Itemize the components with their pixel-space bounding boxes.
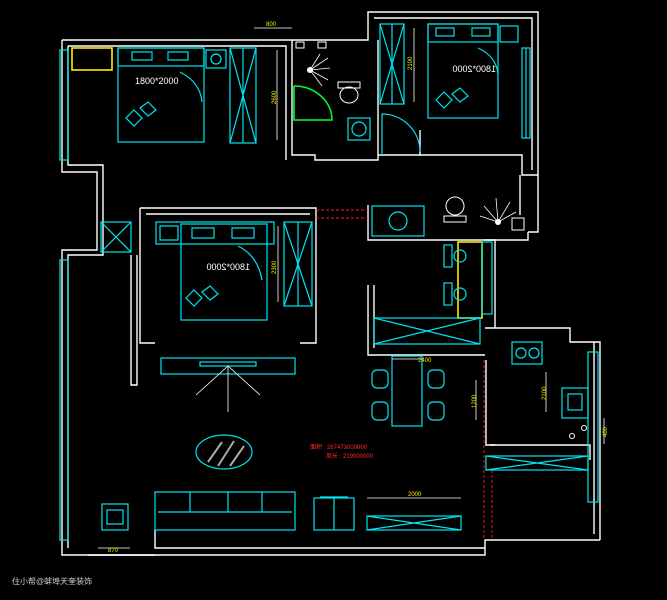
dining-table	[391, 355, 423, 427]
lamp-icon	[210, 53, 222, 65]
window-right-kitchen	[587, 351, 599, 503]
tv-console	[366, 515, 462, 531]
tv	[199, 361, 257, 367]
vanity	[371, 205, 425, 237]
bedroom-middle: 1800*2000 2300	[100, 221, 313, 321]
dim-kitchen-2100: 2100	[542, 386, 548, 400]
watermark: 住小帮@蚌埠天奎装饰	[12, 577, 93, 586]
bathroom-top	[293, 41, 371, 141]
bedroom-top-right: 2100 1800*2000	[379, 23, 531, 155]
washer-icon	[347, 117, 371, 141]
bed-mid-headboard	[155, 221, 275, 245]
kitchen-counter	[373, 317, 481, 345]
bathroom-door-swing	[293, 85, 333, 121]
bedroom-right-door	[381, 113, 421, 155]
storage-box	[100, 221, 132, 253]
dim-400: 400	[603, 426, 609, 437]
stove-icon	[511, 341, 543, 365]
bathroom-right	[371, 196, 525, 237]
cushions-icon	[125, 101, 157, 127]
bar-stools	[443, 244, 467, 306]
shower-head-icon	[307, 53, 331, 87]
window-master-left	[59, 49, 69, 161]
dim-870: 870	[108, 548, 119, 554]
coffee-table	[195, 434, 253, 470]
pillow-right	[167, 51, 189, 61]
open-boundaries	[316, 209, 493, 540]
pillow-left	[131, 51, 153, 61]
dim-2300: 2300	[272, 260, 278, 274]
toilet-right-icon	[443, 196, 467, 223]
toilet-icon	[337, 81, 361, 104]
bed-headboard	[117, 47, 205, 67]
nightstand-right	[499, 25, 519, 43]
shower-right-icon	[479, 197, 517, 225]
exterior-walls	[61, 11, 601, 556]
cushions-mid-icon	[185, 285, 219, 307]
nightstand	[205, 49, 227, 69]
bed-mid	[180, 223, 268, 321]
bed-right-size-label: 1800*2000	[452, 64, 496, 74]
master-bedroom: 1800*2000 800 2600	[71, 22, 292, 144]
kitchen-sink	[561, 387, 589, 419]
living-room: 870 2000 面积 : 267473000000 周长 : 21900000…	[98, 357, 462, 554]
nightstand-mid	[159, 225, 179, 241]
window-kitchen	[481, 241, 493, 315]
cushions-right-icon	[435, 87, 469, 109]
window-living-left	[59, 259, 69, 541]
sofa	[154, 491, 296, 531]
dim-1200: 1200	[472, 394, 478, 408]
kitchen-dining: 2400 1200 2100 400	[371, 241, 609, 503]
balcony-cabinet	[485, 455, 589, 471]
bed-mid-size-label: 1800*2000	[206, 262, 250, 272]
dim-2400: 2400	[418, 358, 432, 364]
dim-2600: 2600	[272, 90, 278, 104]
master-bed-size-label: 1800*2000	[135, 76, 179, 86]
dim-2000: 2000	[408, 492, 422, 498]
interior-walls	[130, 40, 591, 460]
window-bench	[71, 47, 113, 71]
dining-chairs	[371, 369, 445, 421]
area-line-2: 周长 : 219000000	[326, 452, 374, 460]
area-line-1: 面积 : 267473000000	[310, 443, 368, 451]
dim-2100: 2100	[408, 56, 414, 70]
fireplace	[101, 503, 129, 531]
master-bed	[117, 47, 205, 143]
fridge-niche	[457, 241, 483, 319]
dim-800: 800	[266, 22, 277, 28]
bed-fold-line	[179, 71, 203, 103]
sink-icon	[388, 211, 408, 231]
